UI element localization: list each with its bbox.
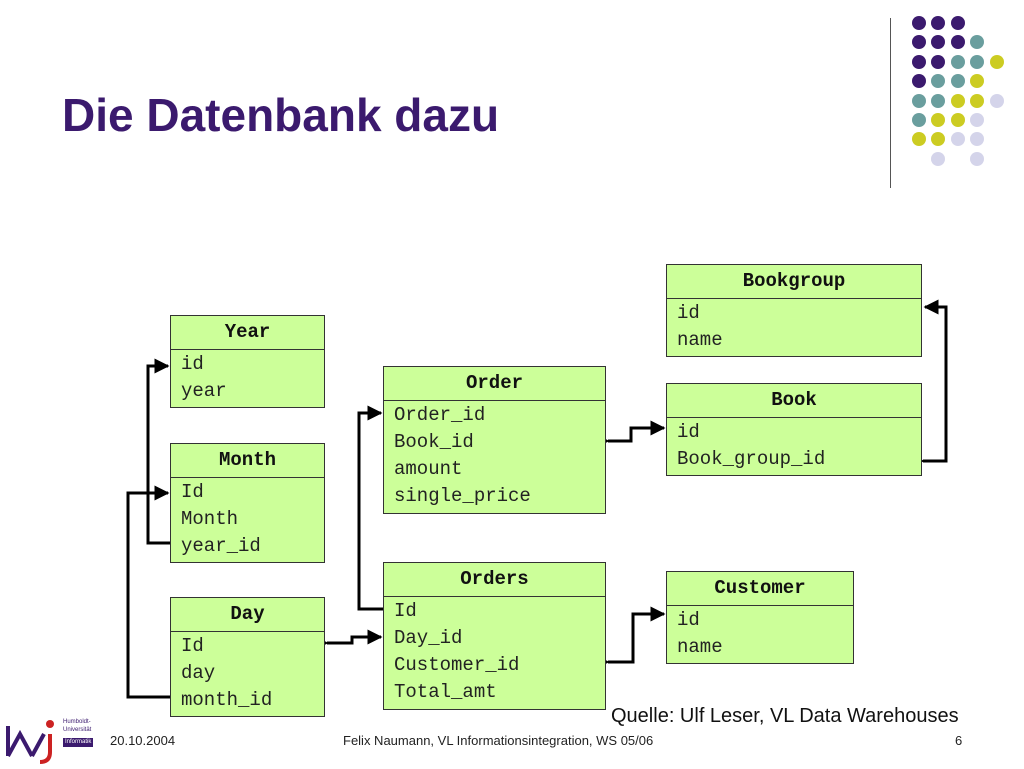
decor-dot: [931, 132, 946, 147]
table-order-field: Book_id: [394, 431, 474, 453]
decor-dot: [931, 54, 946, 69]
decor-dot: [970, 151, 985, 166]
table-orders-field: Customer_id: [394, 654, 520, 676]
decor-dot: [950, 74, 965, 89]
table-customer-field: id: [677, 609, 700, 631]
decor-dot: [970, 54, 985, 69]
table-bookgroup-name: Bookgroup: [667, 265, 921, 299]
decor-dot: [950, 54, 965, 69]
decor-dot: [912, 132, 926, 147]
arrow-day-month: [126, 485, 185, 705]
decor-dot: [989, 93, 1004, 108]
table-book-field: id: [677, 421, 700, 443]
decor-dot: [950, 16, 965, 30]
arrow-month-year: [146, 358, 185, 551]
decor-dot: [950, 93, 965, 108]
table-bookgroup: Bookgroup id name: [666, 264, 922, 357]
decor-dot: [931, 151, 946, 166]
slide-title: Die Datenbank dazu: [62, 89, 500, 141]
logo-text: Informatik: [63, 738, 94, 747]
table-day: Day Id day month_id: [170, 597, 325, 717]
table-order: Order Order_id Book_id amount single_pri…: [383, 366, 606, 514]
decor-dot: [970, 132, 985, 147]
decor-dot: [950, 113, 965, 127]
decor-dot: [912, 74, 926, 89]
decor-dot: [950, 132, 965, 147]
arrow-book-bookgroup: [909, 299, 948, 469]
arrow-order-book: [594, 420, 666, 449]
table-orders-field: Total_amt: [394, 681, 497, 703]
decor-dot: [970, 93, 985, 108]
table-book-name: Book: [667, 384, 921, 418]
arrow-day-orders: [313, 629, 383, 651]
table-order-field: amount: [394, 458, 463, 480]
table-year-field: year: [181, 380, 227, 402]
source-citation: Quelle: Ulf Leser, VL Data Warehouses: [611, 705, 959, 727]
table-customer-name: Customer: [667, 572, 853, 606]
logo-mark-icon: [6, 720, 54, 764]
arrow-orders-order: [357, 405, 397, 617]
decor-dot: [989, 54, 1004, 69]
decor-dot: [912, 93, 926, 108]
table-customer: Customer id name: [666, 571, 854, 664]
table-month-field: year_id: [181, 535, 261, 557]
table-book: Book id Book_group_id: [666, 383, 922, 476]
logo-text: Universität: [63, 727, 92, 733]
table-bookgroup-field: id: [677, 302, 700, 324]
decor-dot: [912, 35, 926, 50]
table-bookgroup-field: name: [677, 329, 723, 351]
logo-text: Humboldt-: [63, 719, 91, 725]
table-day-name: Day: [171, 598, 324, 632]
table-customer-field: name: [677, 636, 723, 658]
decor-dot: [931, 113, 946, 127]
table-month-name: Month: [171, 444, 324, 478]
table-orders-field: Day_id: [394, 627, 463, 649]
decor-dot: [970, 74, 985, 89]
table-book-field: Book_group_id: [677, 448, 826, 470]
table-orders: Orders Id Day_id Customer_id Total_amt: [383, 562, 606, 710]
table-order-name: Order: [384, 367, 605, 401]
table-month-field: Id: [181, 481, 204, 503]
decor-dot: [950, 35, 965, 50]
table-year-name: Year: [171, 316, 324, 350]
table-orders-name: Orders: [384, 563, 605, 597]
decor-divider: [890, 18, 891, 188]
footer-date: 20.10.2004: [110, 733, 176, 748]
decor-dot: [912, 54, 926, 69]
decor-dot: [912, 16, 926, 30]
page-number: 6: [955, 733, 963, 748]
decor-dot: [970, 113, 985, 127]
decor-dot: [912, 113, 926, 127]
table-year-field: id: [181, 353, 204, 375]
table-day-field: Id: [181, 635, 204, 657]
decor-dot: [931, 93, 946, 108]
decor-dot: [931, 74, 946, 89]
university-logo: Humboldt- Universität Informatik: [6, 716, 98, 764]
decor-dot: [970, 35, 985, 50]
decor-dot: [931, 16, 946, 30]
arrow-orders-customer: [594, 606, 666, 670]
table-day-field: day: [181, 662, 216, 684]
decor-dot: [931, 35, 946, 50]
footer-center: Felix Naumann, VL Informationsintegratio…: [343, 733, 654, 748]
table-day-field: month_id: [181, 689, 273, 711]
table-year: Year id year: [170, 315, 325, 408]
table-orders-field: Id: [394, 600, 417, 622]
table-month-field: Month: [181, 508, 239, 530]
table-order-field: single_price: [394, 485, 531, 507]
table-order-field: Order_id: [394, 404, 486, 426]
table-month: Month Id Month year_id: [170, 443, 325, 563]
